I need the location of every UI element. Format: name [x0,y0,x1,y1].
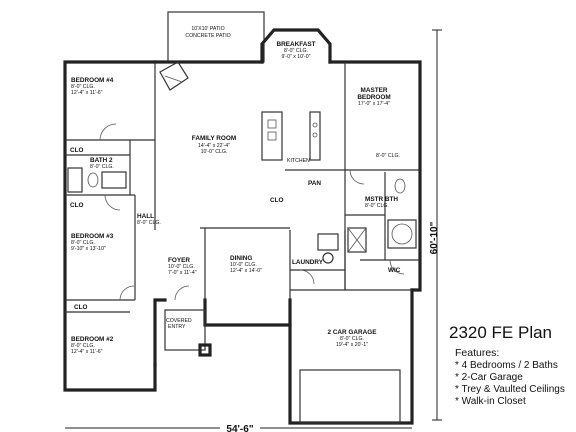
feature-item: * Walk-in Closet [455,396,526,407]
svg-text:ENTRY: ENTRY [168,324,186,330]
svg-text:7'-0" x 11'-4": 7'-0" x 11'-4" [168,270,197,276]
width-dimension: 54'-6" [226,424,253,432]
room-labels: BREAKFAST 8'-0" CLG. 9'-0" x 10'-0" BEDR… [70,41,401,355]
svg-text:DINING: DINING [230,255,252,262]
doors [99,123,405,301]
svg-text:10'-0" CLG.: 10'-0" CLG. [230,262,257,268]
closet-label: CLO [70,147,84,154]
svg-text:2 CAR GARAGE: 2 CAR GARAGE [327,329,377,336]
room-breakfast: BREAKFAST 8'-0" CLG. 9'-0" x 10'-0" [276,41,315,60]
master-toilet-icon [394,178,406,194]
svg-text:8'-0" CLG.: 8'-0" CLG. [71,343,95,349]
bathtub-icon [67,167,83,193]
svg-text:FAMILY ROOM: FAMILY ROOM [192,135,236,142]
svg-text:BREAKFAST: BREAKFAST [276,41,315,48]
svg-text:10'-0" CLG.: 10'-0" CLG. [168,264,195,270]
svg-text:8'-0" CLG.: 8'-0" CLG. [71,84,95,90]
vanity-icon [101,171,127,189]
svg-text:8'-0" CLG.: 8'-0" CLG. [71,240,95,246]
svg-text:MASTER: MASTER [361,87,388,94]
svg-text:8'-0" CLG.: 8'-0" CLG. [340,336,364,342]
plan-title: 2320 FE Plan [449,323,552,342]
svg-text:8'-0" CLG.: 8'-0" CLG. [376,153,400,159]
garage-door [299,369,401,424]
room-bedroom-2: BEDROOM #2 8'-0" CLG. 12'-4" x 11'-6" [71,336,114,355]
svg-text:BEDROOM #2: BEDROOM #2 [71,336,114,343]
water-heater-icon [322,252,334,264]
svg-text:12'-4" x 11'-6": 12'-4" x 11'-6" [71,90,103,96]
covered-entry-area [164,309,206,351]
svg-text:BEDROOM #3: BEDROOM #3 [71,233,114,240]
room-garage: 2 CAR GARAGE 8'-0" CLG. 19'-4" x 20'-1" [327,329,377,348]
room-kitchen: KITCHEN [287,158,310,164]
shower-icon [347,227,367,253]
svg-text:19'-4" x 20'-1": 19'-4" x 20'-1" [336,342,368,348]
toilet-icon [87,172,99,188]
room-laundry: LAUNDRY [292,259,324,266]
fixtures [67,61,417,424]
svg-text:8'-0" CLG.: 8'-0" CLG. [90,164,114,170]
room-pantry: PAN [308,180,321,187]
room-family: FAMILY ROOM 14'-4" x 22'-4" 10'-0" CLG. [192,135,236,155]
svg-text:BEDROOM: BEDROOM [357,94,390,101]
svg-text:17'-0" x 17'-4": 17'-0" x 17'-4" [358,101,390,107]
svg-text:12'-4" x 11'-6": 12'-4" x 11'-6" [71,349,103,355]
room-covered-entry: COVERED ENTRY [166,318,192,330]
master-tub-icon [387,219,417,249]
patio-label: 10'X10' PATIO [191,26,224,32]
closet-label: CLO [74,304,88,311]
depth-dimension: 60'-10" [429,221,440,254]
room-wic: WIC [388,267,401,274]
kitchen-island [261,111,283,161]
svg-text:10'-0" CLG.: 10'-0" CLG. [201,149,228,155]
room-master: MASTER BEDROOM 17'-0" x 17'-4" 8'-0" CLG… [357,87,400,159]
svg-text:FOYER: FOYER [168,257,190,264]
svg-text:9'-10" x 13'-10": 9'-10" x 13'-10" [71,246,106,252]
feature-item: * Trey & Vaulted Ceilings [455,384,565,395]
feature-item: * 4 Bedrooms / 2 Baths [455,360,558,371]
room-bedroom-4: BEDROOM #4 8'-0" CLG. 12'-4" x 11'-6" [71,77,114,96]
room-bath-2: BATH 2 8'-0" CLG. [90,157,114,170]
svg-text:12'-4" x 14'-0": 12'-4" x 14'-0" [230,268,262,274]
svg-text:8'-0" CLG.: 8'-0" CLG. [365,203,389,209]
room-master-bath: MSTR BTH 8'-0" CLG. [365,196,398,209]
feature-item: * 2-Car Garage [455,372,523,383]
room-dining: DINING 10'-0" CLG. 12'-4" x 14'-0" [230,255,262,274]
room-foyer: FOYER 10'-0" CLG. 7'-0" x 11'-4" [168,257,197,276]
closet-label: CLO [270,197,284,204]
washer-icon [317,233,339,251]
svg-text:14'-4" x 22'-4": 14'-4" x 22'-4" [198,143,230,149]
patio: 10'X10' PATIO CONCRETE PATIO [167,11,265,63]
svg-text:COVERED: COVERED [166,318,192,324]
room-bedroom-3: BEDROOM #3 8'-0" CLG. 9'-10" x 13'-10" [71,233,114,252]
svg-text:BATH 2: BATH 2 [90,157,113,164]
svg-text:8'-0" CLG.: 8'-0" CLG. [137,220,161,226]
svg-text:BEDROOM #4: BEDROOM #4 [71,77,114,84]
closet-label: CLO [70,202,84,209]
kitchen-counter [309,111,321,161]
svg-text:MSTR BTH: MSTR BTH [365,196,398,203]
interior-walls [65,62,420,313]
fireplace-icon [159,61,189,91]
svg-text:HALL: HALL [137,213,154,220]
patio-sublabel: CONCRETE PATIO [185,33,230,39]
features-heading: Features: [455,347,499,359]
room-hall: HALL 8'-0" CLG. [137,213,161,226]
svg-text:8'-0" CLG.: 8'-0" CLG. [284,48,308,54]
svg-text:9'-0" x 10'-0": 9'-0" x 10'-0" [281,54,310,60]
